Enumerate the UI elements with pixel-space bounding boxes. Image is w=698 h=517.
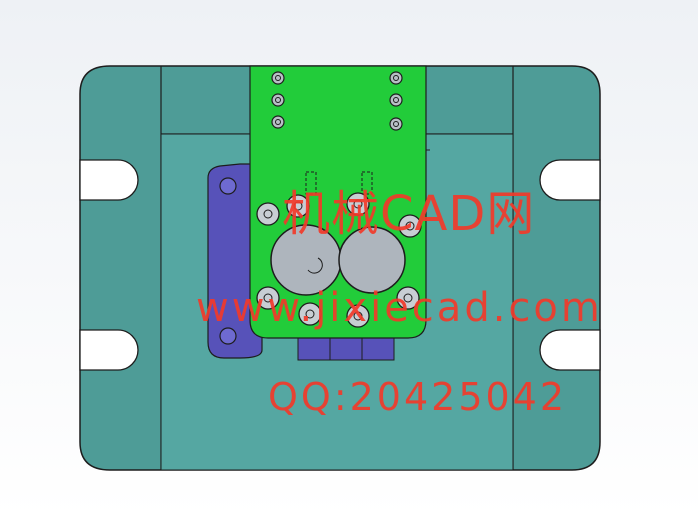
screw-head-icon	[398, 214, 422, 238]
screw-head-icon	[271, 93, 285, 107]
screw-head-icon	[389, 117, 403, 131]
screw-column-left	[271, 71, 285, 129]
mounting-screws	[256, 192, 422, 328]
mounting-slot-icon	[79, 159, 139, 201]
screw-head-icon	[389, 71, 403, 85]
screw-head-icon	[396, 286, 420, 310]
watermark-url: www.jixiecad.com	[196, 285, 603, 331]
mounting-slot-icon	[539, 159, 601, 201]
mounting-slot-icon	[539, 329, 601, 371]
bracket	[207, 163, 263, 359]
screw-head-icon	[346, 192, 370, 216]
bracket-hole-icon	[219, 177, 237, 195]
screw-head-icon	[298, 302, 322, 326]
bracket-hole-icon	[219, 327, 237, 345]
screw-head-icon	[256, 286, 280, 310]
screw-head-icon	[286, 194, 310, 218]
screw-head-icon	[271, 71, 285, 85]
watermark-qq: QQ:20425042	[268, 375, 568, 419]
button-arrow-icon	[307, 257, 323, 274]
screw-column-right	[389, 71, 403, 131]
screw-head-icon	[271, 115, 285, 129]
screw-head-icon	[346, 304, 370, 328]
screw-head-icon	[256, 202, 280, 226]
mounting-slot-icon	[79, 329, 139, 371]
round-button-icon	[338, 226, 406, 294]
watermark-title: 机械CAD网	[282, 186, 536, 242]
screw-head-icon	[389, 93, 403, 107]
